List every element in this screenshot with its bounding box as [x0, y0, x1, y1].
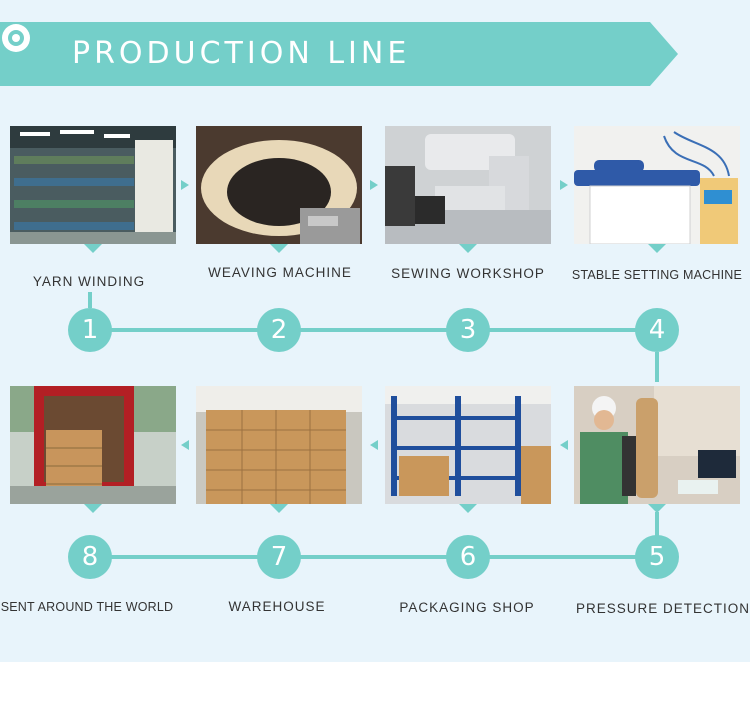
step-label: WEAVING MACHINE — [208, 265, 352, 280]
step-label: WAREHOUSE — [228, 599, 326, 614]
photo-pressure-detection — [574, 386, 740, 504]
photo-pointer — [84, 504, 102, 513]
step-label: YARN WINDING — [32, 274, 146, 289]
photo-packaging-shop — [385, 386, 551, 504]
photo-pointer — [459, 244, 477, 253]
step-label: PRESSURE DETECTION — [575, 601, 750, 616]
flow-arrow-left — [560, 440, 568, 450]
photo-warehouse — [196, 386, 362, 504]
timeline-line — [90, 328, 656, 332]
photo-sewing-workshop — [385, 126, 551, 244]
flow-arrow-left — [181, 440, 189, 450]
step-number-circle: 6 — [446, 535, 490, 579]
photo-pointer — [84, 244, 102, 253]
photo-pointer — [270, 244, 288, 253]
timeline-line — [90, 555, 656, 559]
photo-sent-around-the-world — [10, 386, 176, 504]
step-number-circle: 2 — [257, 308, 301, 352]
step-number-circle: 3 — [446, 308, 490, 352]
photo-pointer — [648, 244, 666, 253]
photo-pointer — [459, 504, 477, 513]
photo-pointer — [648, 504, 666, 513]
target-icon — [2, 24, 30, 52]
banner-shape — [0, 22, 678, 86]
step-number-circle: 4 — [635, 308, 679, 352]
step-label: SENT AROUND THE WORLD — [0, 600, 174, 614]
step-label: PACKAGING SHOP — [399, 600, 535, 615]
flow-arrow-right — [181, 180, 189, 190]
photo-pointer — [270, 504, 288, 513]
flow-arrow-right — [370, 180, 378, 190]
step-label: SEWING WORKSHOP — [391, 266, 545, 281]
step-label: STABLE SETTING MACHINE — [571, 268, 743, 282]
flow-arrow-left — [370, 440, 378, 450]
step-number-circle: 5 — [635, 535, 679, 579]
page-title: PRODUCTION LINE — [72, 36, 411, 71]
step-number-circle: 1 — [68, 308, 112, 352]
title-banner: PRODUCTION LINE — [0, 22, 680, 86]
connector-line — [655, 352, 659, 382]
connector-line — [655, 512, 659, 536]
photo-stable-setting-machine — [574, 126, 740, 244]
step-number-circle: 8 — [68, 535, 112, 579]
flow-arrow-right — [560, 180, 568, 190]
photo-weaving-machine — [196, 126, 362, 244]
connector-line — [88, 292, 92, 308]
photo-yarn-winding — [10, 126, 176, 244]
step-number-circle: 7 — [257, 535, 301, 579]
